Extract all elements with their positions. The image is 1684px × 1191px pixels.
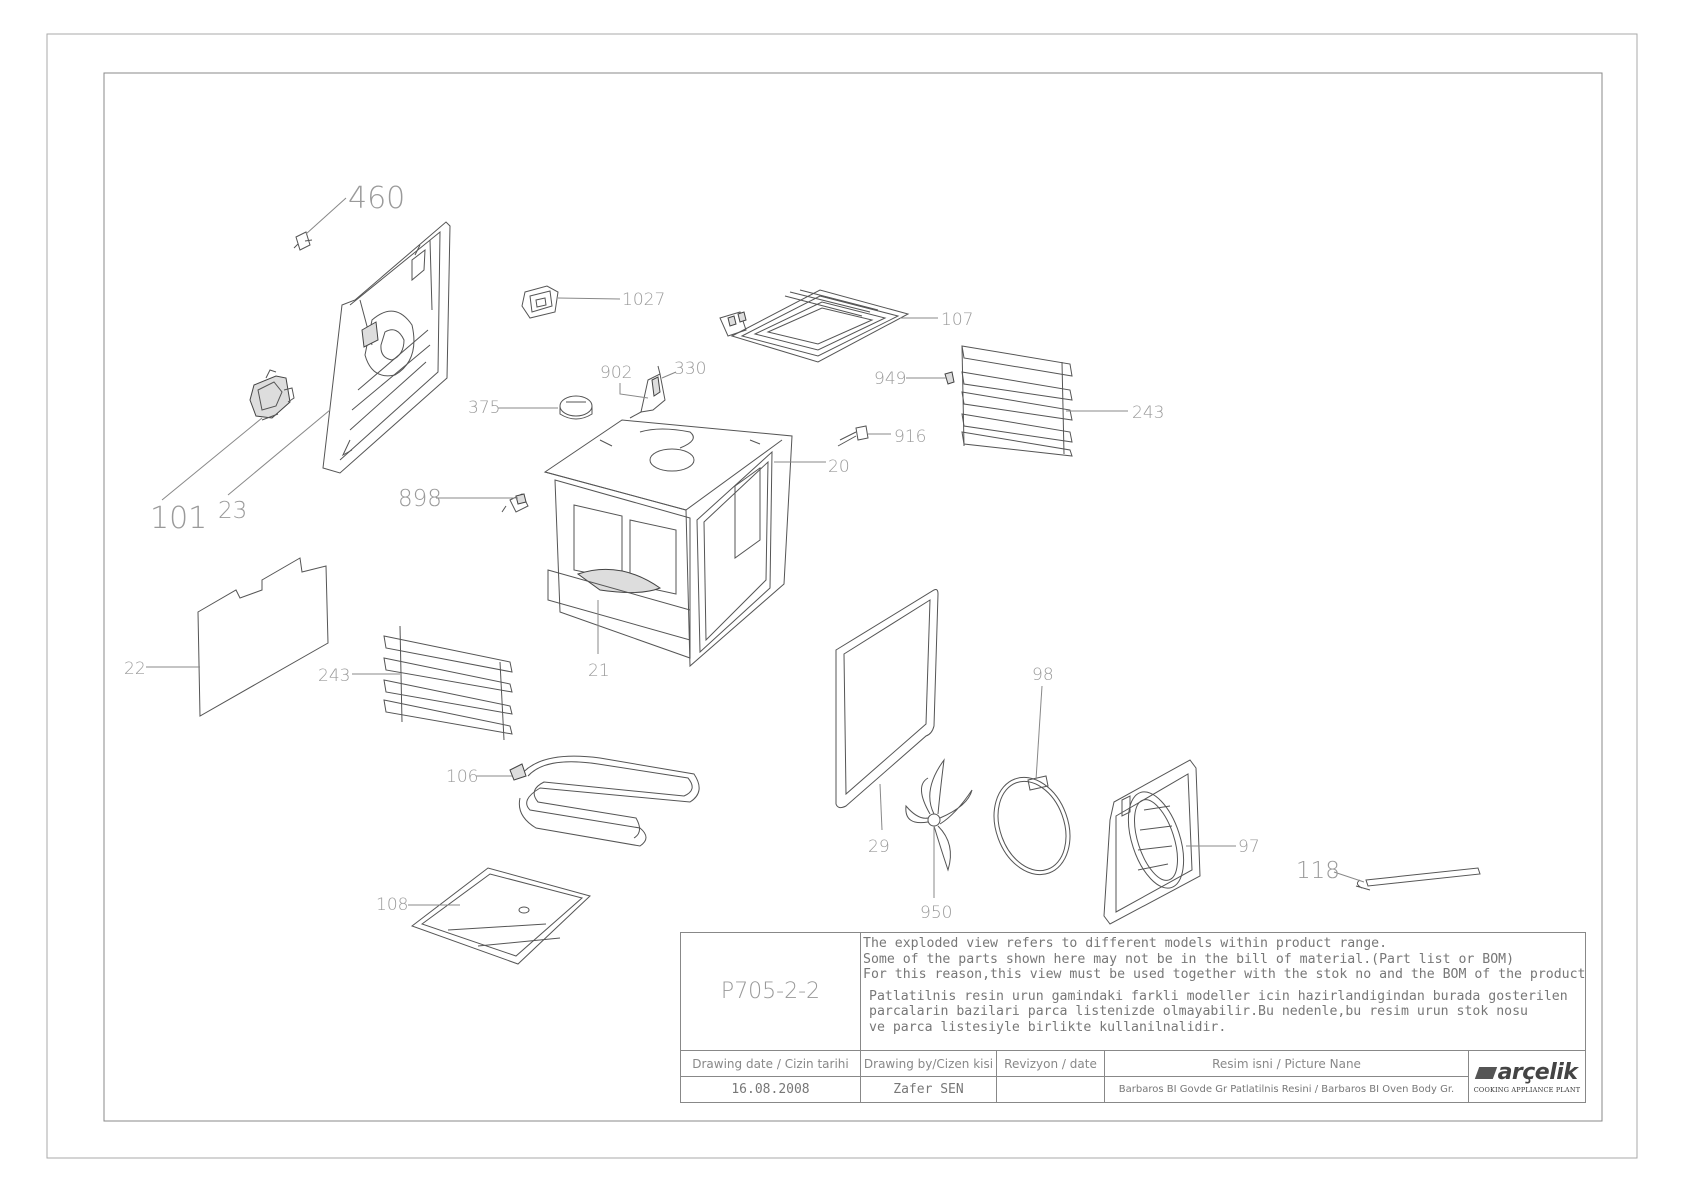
value-date: 16.08.2008: [681, 1076, 861, 1102]
part-118-sensor: [1355, 867, 1481, 891]
value-revision: [997, 1076, 1105, 1102]
part-98-ring-element: [993, 775, 1071, 876]
callout-916: 916: [894, 427, 926, 447]
part-106-bottom-element: [509, 755, 700, 847]
part-21-bottom-liner: [547, 569, 691, 641]
part-1027-fan-motor: [521, 285, 559, 319]
callout-106: 106: [446, 767, 478, 787]
part-902-330-bracket: [629, 365, 666, 419]
part-898-door-switch: [501, 493, 529, 513]
brand-name: arçelik: [1497, 1059, 1578, 1085]
callout-98: 98: [1032, 665, 1054, 685]
outer-frame: [46, 33, 1638, 1159]
callout-375: 375: [468, 398, 500, 418]
callout-22: 22: [124, 659, 146, 679]
callout-1027: 1027: [622, 290, 665, 310]
callout-97: 97: [1238, 837, 1260, 857]
note-tr-3: ve parca listesiyle birlikte kullanilnal…: [869, 1019, 1227, 1035]
brand-subtitle: COOKING APPLIANCE PLANT: [1473, 1085, 1581, 1094]
callout-23: 23: [218, 498, 247, 524]
callout-20: 20: [828, 457, 850, 477]
header-revision: Revizyon / date: [997, 1050, 1105, 1076]
part-949-knob: [944, 371, 955, 385]
inner-frame: [103, 72, 1603, 1122]
part-23-rear-panel: [322, 221, 451, 474]
part-950-fan-blade: [905, 758, 973, 872]
drawing-code: P705-2-2: [681, 933, 861, 1050]
part-107-grill-element: [719, 289, 910, 363]
note-en-3: For this reason,this view must be used t…: [863, 967, 1585, 983]
title-block: P705-2-2 The exploded view refers to dif…: [680, 932, 1586, 1103]
part-97-fan-cover: [1103, 759, 1201, 925]
note-tr-1: Patlatilnis resin urun gamindaki farkli …: [869, 988, 1568, 1004]
callout-460: 460: [348, 181, 405, 216]
part-375-lamp: [559, 395, 593, 420]
note-en-1: The exploded view refers to different mo…: [863, 936, 1388, 951]
part-20-oven-cavity: [543, 419, 793, 668]
value-picture-name: Barbaros BI Govde Gr Patlatilnis Resini …: [1105, 1076, 1469, 1102]
value-author: Zafer SEN: [861, 1076, 997, 1102]
callout-107: 107: [941, 310, 973, 330]
part-108-baking-tray: [410, 867, 591, 965]
header-picture-name: Resim isni / Picture Nane: [1105, 1050, 1469, 1076]
part-22-side-panel: [197, 557, 329, 717]
callout-243-left: 243: [318, 666, 350, 686]
callout-949: 949: [874, 369, 906, 389]
header-date: Drawing date / Cizin tarihi: [681, 1050, 861, 1076]
callout-101: 101: [150, 501, 207, 536]
header-author: Drawing by/Cizen kisi: [861, 1050, 997, 1076]
note-tr-2: parcalarin bazilari parca listenizde olm…: [869, 1004, 1528, 1020]
callout-950: 950: [920, 903, 952, 923]
note-en-2: Some of the parts shown here may not be …: [863, 951, 1515, 967]
part-916-screw: [837, 425, 869, 447]
callout-21: 21: [588, 661, 610, 681]
callout-902: 902: [600, 363, 632, 383]
part-460-clip: [293, 197, 347, 251]
part-101-motor-unit: [249, 369, 295, 421]
brand-logo: arçelik COOKING APPLIANCE PLANT: [1469, 1050, 1585, 1102]
notes: The exploded view refers to different mo…: [861, 933, 1585, 1050]
callout-243-right: 243: [1132, 403, 1164, 423]
callout-29: 29: [868, 837, 890, 857]
callout-108: 108: [376, 895, 408, 915]
callout-118: 118: [1296, 858, 1340, 884]
part-243-right-rack: [961, 345, 1073, 457]
part-29-door-gasket: [835, 589, 939, 809]
callout-898: 898: [398, 486, 442, 512]
part-243-left-rack: [383, 625, 513, 741]
brand-mark-icon: [1474, 1066, 1497, 1079]
callout-330: 330: [674, 359, 706, 379]
